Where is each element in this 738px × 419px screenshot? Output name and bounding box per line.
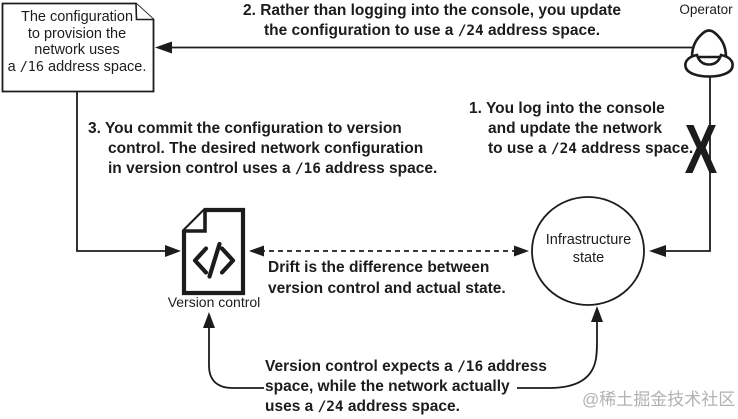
step1-annotation: 1. You log into the console and update t… [469,99,693,159]
step3-line: in version control uses a /16 address sp… [108,160,438,177]
config-note-line: a /16 address space. [7,58,147,75]
infrastructure-state-label: Infrastructure state [532,232,645,267]
infrastructure-state-line: state [572,249,605,266]
arrow-expectation-to-version-control-line [208,324,264,389]
step1-line: and update the network [488,120,662,137]
arrow-console-to-infrastructure-head [649,245,666,257]
step3-line: 3. You commit the configuration to versi… [88,120,402,137]
step2-line: the configuration to use a /24 address s… [263,22,601,39]
step3-annotation: 3. You commit the configuration to versi… [88,119,437,179]
operator-base-icon [684,53,734,78]
arrow-expectation-to-version-control-head [203,312,215,328]
drift-line: Drift is the difference between [268,259,490,276]
step2-annotation: 2. Rather than logging into the console,… [236,1,628,41]
watermark: @稀土掘金技术社区 [582,390,736,409]
step2-line: 2. Rather than logging into the console,… [242,2,622,19]
operator-head-icon [690,29,728,59]
arrow-commit-to-version-control-head [165,245,181,257]
drift-arrow-head-left [249,245,264,257]
version-control-label: Version control [167,294,261,310]
infrastructure-state-circle [531,196,645,306]
bottom-note-annotation: Version control expects a /16 address sp… [265,357,547,417]
drift-arrow-head-right [514,245,529,257]
operator-icon [684,29,734,78]
arrow-console-to-infrastructure-line [658,77,711,252]
step1-line: to use a /24 address space. [488,140,694,157]
arrow-commit-to-version-control-line [76,92,170,252]
arrow-update-config-head [155,41,172,54]
bottom-note-line: space, while the network actually [265,378,510,395]
note-icon [1,2,155,93]
bottom-note-line: Version control expects a /16 address [265,358,547,375]
step3-line: control. The desired network configurati… [108,140,424,157]
note-fold-icon [135,3,154,21]
drift-line: version control and actual state. [268,280,506,297]
config-note-text: The configuration to provision the netwo… [4,9,150,75]
version-control-icon [181,207,246,296]
config-note-line: to provision the [27,25,127,42]
bottom-note-line: uses a /24 address space. [265,398,460,415]
x-mark: X [684,110,718,188]
code-file-fold-icon [184,210,207,233]
code-icon [192,241,236,279]
arrow-actual-to-infrastructure-line [517,319,598,389]
drift-annotation: Drift is the difference between version … [268,257,506,299]
infrastructure-state-line: Infrastructure [545,232,632,248]
config-note-line: The configuration [20,9,134,25]
operator-label: Operator [679,2,733,17]
config-note-line: network uses [34,42,120,58]
step1-line: 1. You log into the console [469,100,665,117]
arrow-actual-to-infrastructure-head [591,306,603,322]
